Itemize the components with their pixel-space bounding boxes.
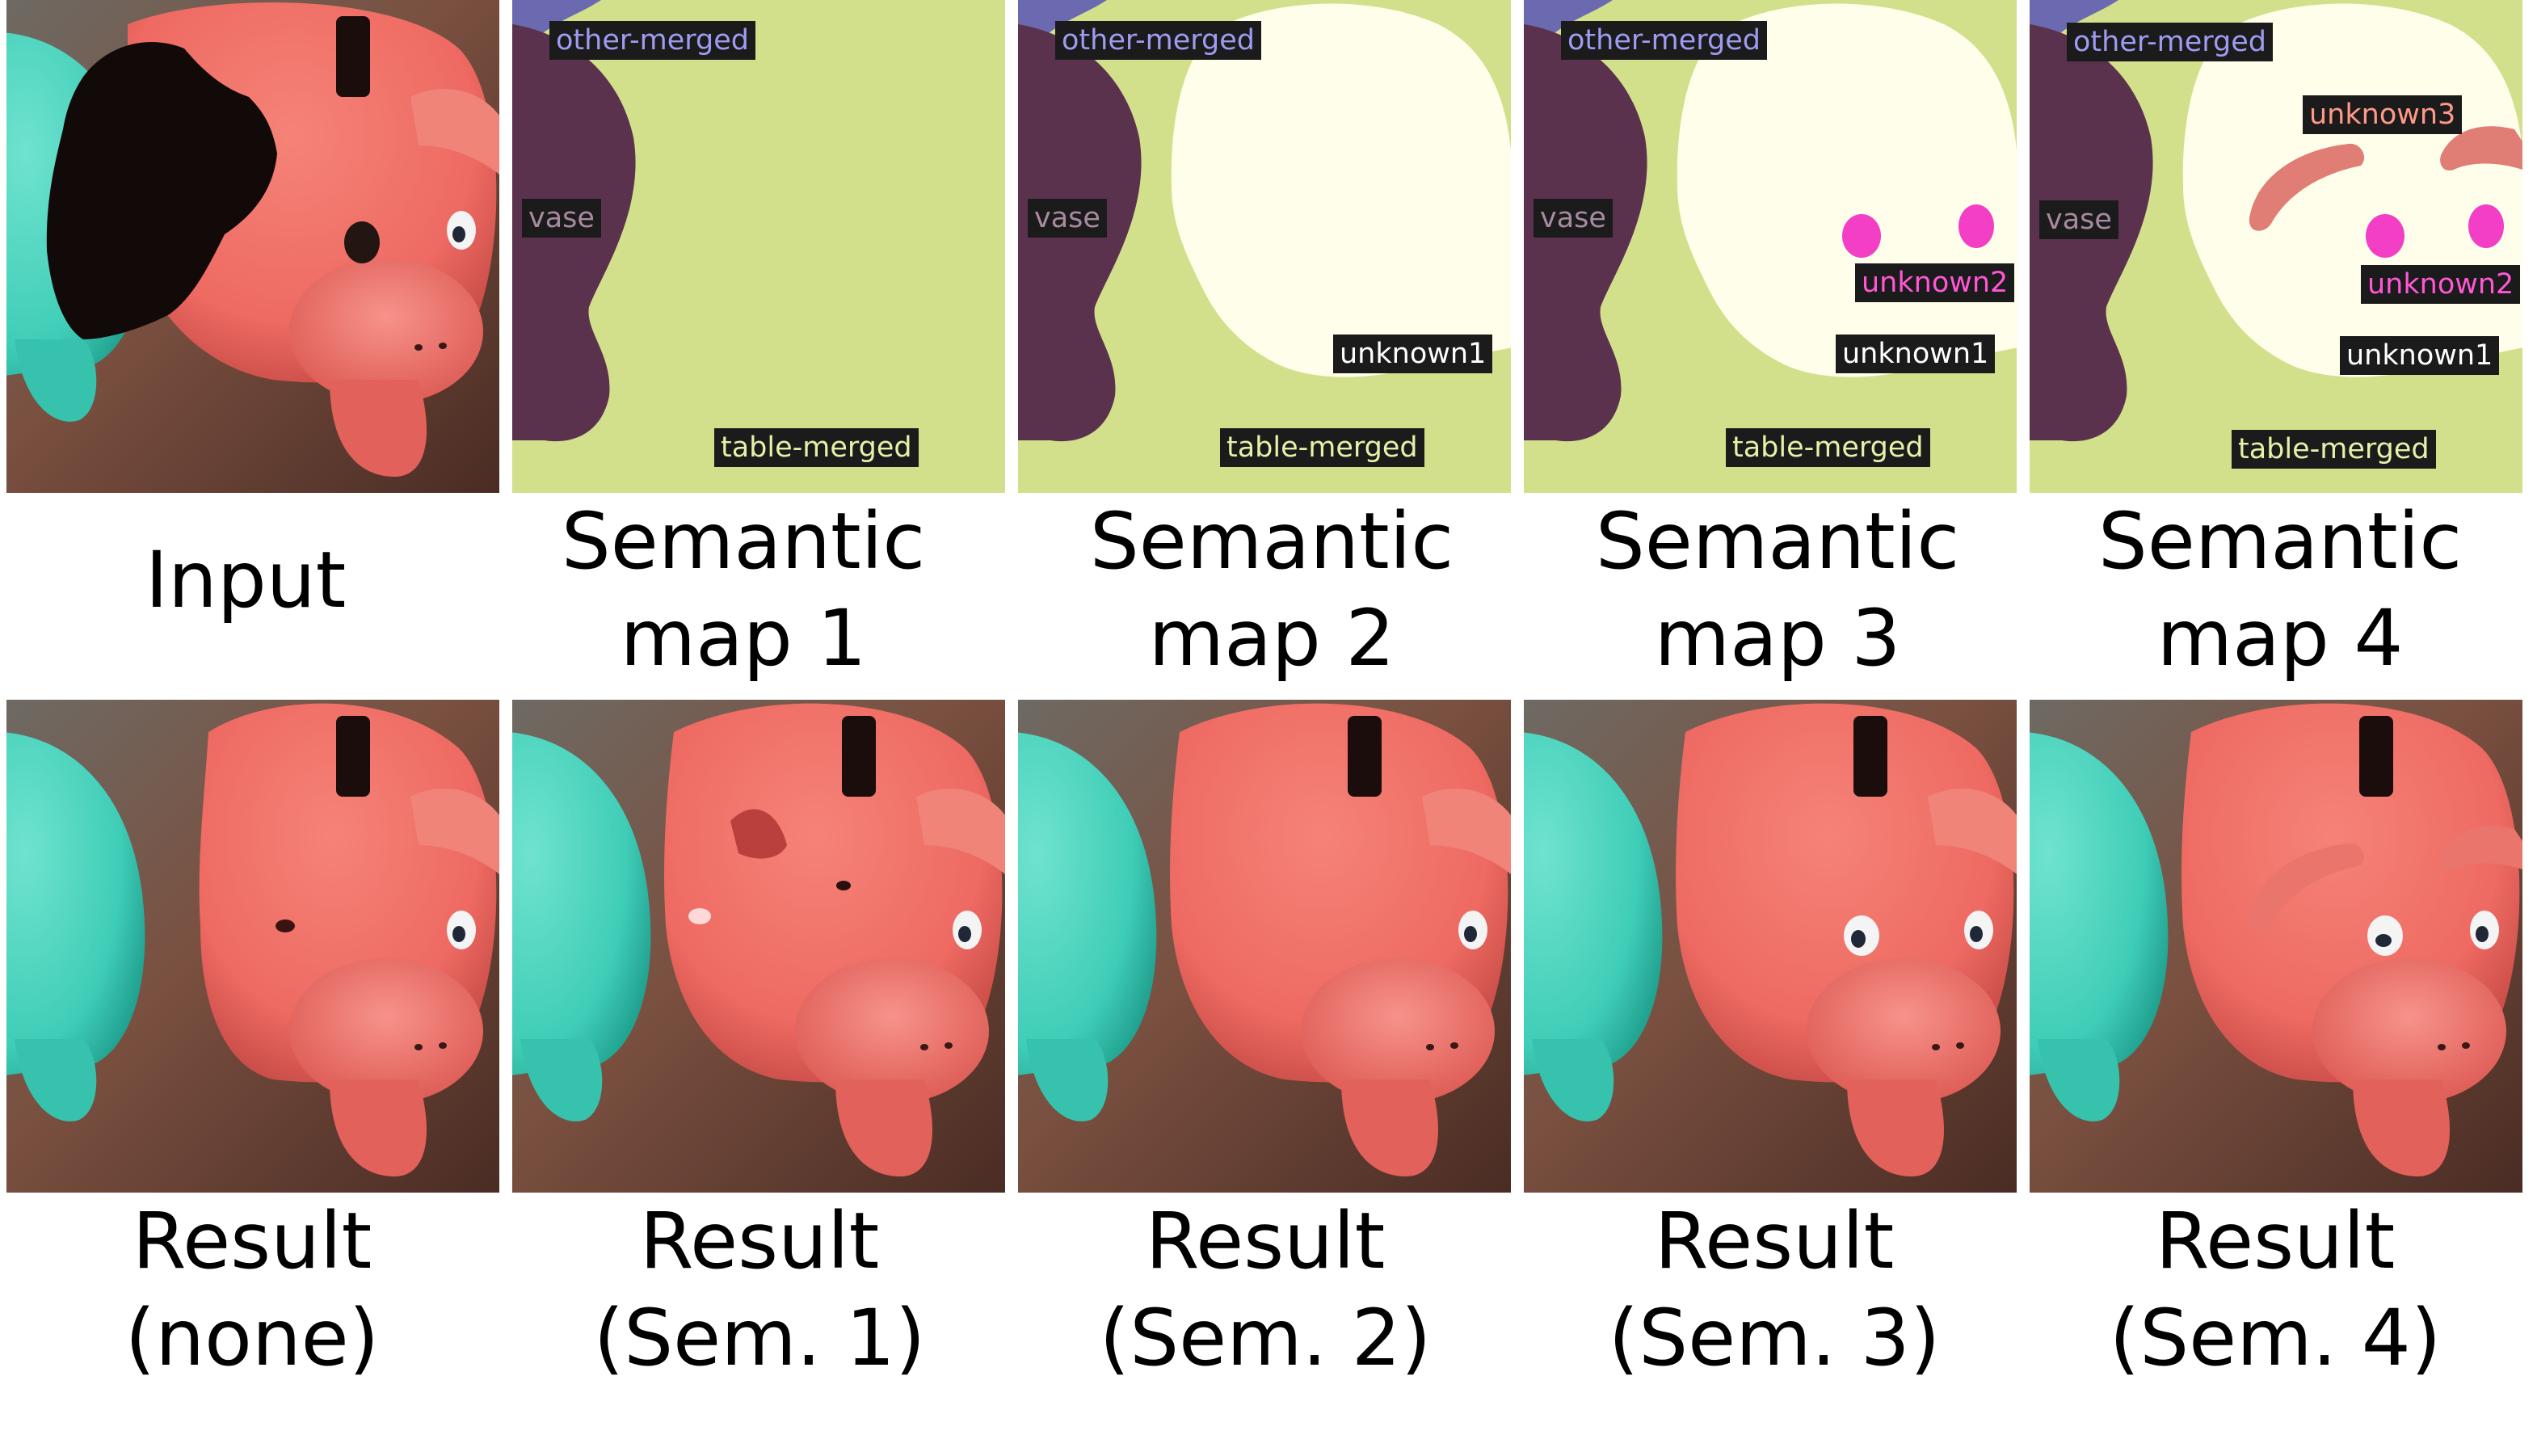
caption-semantic-map-1: Semantic map 1: [485, 493, 1002, 687]
label-vase: vase: [522, 199, 601, 238]
semantic-map-3: other-merged vase unknown2 unknown1 tabl…: [1524, 0, 2017, 493]
label-table-merged: table-merged: [1220, 428, 1424, 467]
label-other-merged: other-merged: [549, 21, 756, 60]
caption-line: (Sem. 4): [2109, 1293, 2442, 1383]
caption-semantic-map-4: Semantic map 4: [2022, 493, 2537, 687]
result-sem-1-image: [512, 700, 1005, 1193]
label-unknown2: unknown2: [2361, 265, 2521, 304]
caption-line: Result: [1654, 1196, 1895, 1286]
region-unknown2-eye-right: [1958, 204, 1994, 248]
region-other: [1018, 0, 1107, 65]
label-other-merged: other-merged: [1561, 21, 1768, 60]
caption-semantic-map-2: Semantic map 2: [1013, 493, 1530, 687]
semantic-map-2: other-merged vase unknown1 table-merged: [1018, 0, 1511, 493]
caption-line: Semantic: [2097, 496, 2463, 587]
label-vase: vase: [1534, 199, 1613, 238]
label-table-merged: table-merged: [2232, 430, 2436, 469]
hole-mask: [46, 42, 278, 339]
region-unknown2-eye-right: [2468, 204, 2504, 248]
caption-line: map 1: [620, 593, 867, 684]
caption-result-none: Result (none): [0, 1193, 511, 1387]
caption-result-sem-2: Result (Sem. 2): [1007, 1193, 1524, 1387]
label-unknown1: unknown1: [1333, 335, 1493, 373]
label-table-merged: table-merged: [1726, 428, 1930, 467]
region-unknown3-ear-right: [2440, 126, 2522, 170]
label-unknown2: unknown2: [1855, 263, 2015, 302]
label-other-merged: other-merged: [1055, 21, 1262, 60]
caption-line: Result: [132, 1196, 372, 1286]
input-image: [6, 0, 499, 493]
result-none-image: [6, 700, 499, 1193]
result-sem-4-image: [2030, 700, 2522, 1193]
caption-line: Result: [2155, 1196, 2396, 1286]
caption-input: Input: [0, 532, 504, 629]
result-sem-3-image: [1524, 700, 2017, 1193]
label-vase: vase: [2039, 200, 2118, 239]
label-unknown1: unknown1: [1836, 335, 1996, 373]
caption-line: (none): [124, 1293, 380, 1383]
caption-line: Result: [1145, 1196, 1386, 1286]
region-unknown2-eye-left: [2366, 214, 2404, 258]
caption-line: Semantic: [1595, 496, 1960, 587]
region-unknown2-eye-left: [1842, 214, 1881, 258]
caption-line: map 2: [1148, 593, 1395, 684]
caption-result-sem-4: Result (Sem. 4): [2017, 1193, 2534, 1387]
semantic-map-4: other-merged unknown3 vase unknown2 unkn…: [2030, 0, 2522, 493]
semantic-map-1: other-merged vase table-merged: [512, 0, 1005, 493]
caption-line: (Sem. 2): [1099, 1293, 1432, 1383]
label-other-merged: other-merged: [2067, 23, 2274, 61]
label-unknown3: unknown3: [2303, 95, 2463, 134]
caption-line: (Sem. 3): [1608, 1293, 1941, 1383]
region-unknown1: [1171, 3, 1511, 377]
region-other: [512, 0, 601, 65]
caption-line: Result: [639, 1196, 880, 1286]
caption-result-sem-1: Result (Sem. 1): [501, 1193, 1018, 1387]
caption-semantic-map-3: Semantic map 3: [1519, 493, 2036, 687]
region-other: [1524, 0, 1613, 65]
caption-line: (Sem. 1): [593, 1293, 926, 1383]
caption-line: Input: [145, 535, 347, 625]
region-other: [2030, 0, 2118, 65]
label-vase: vase: [1028, 199, 1107, 238]
caption-line: map 3: [1654, 593, 1901, 684]
region-unknown3-ear-left: [2249, 143, 2365, 231]
caption-line: Semantic: [1089, 496, 1454, 587]
caption-line: Semantic: [561, 496, 926, 587]
label-table-merged: table-merged: [714, 428, 919, 467]
result-sem-2-image: [1018, 700, 1511, 1193]
caption-result-sem-3: Result (Sem. 3): [1516, 1193, 2033, 1387]
label-unknown1: unknown1: [2340, 336, 2500, 375]
caption-line: map 4: [2156, 593, 2404, 684]
